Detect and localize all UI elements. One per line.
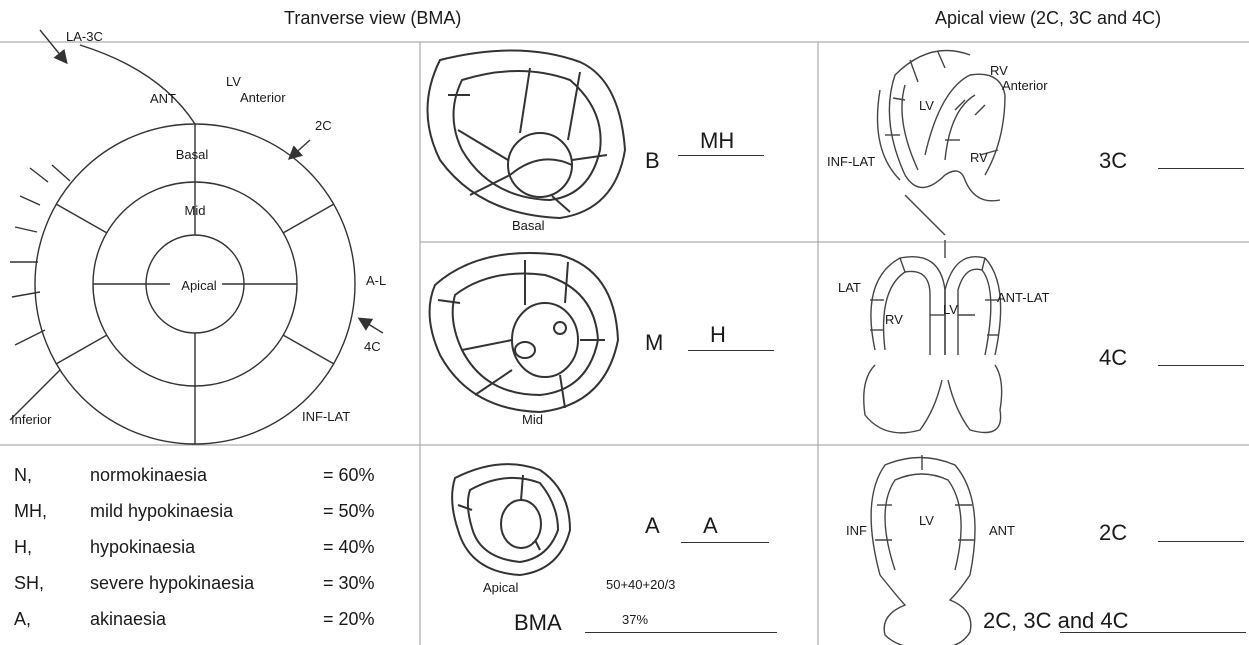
apical-label: Apical — [181, 278, 217, 293]
mid-label: Mid — [185, 203, 206, 218]
3c-rv-top-label: RV — [990, 63, 1008, 78]
basal-label: Basal — [176, 147, 209, 162]
legend-value-sh: = 30% — [323, 573, 375, 594]
4c-underline — [1158, 365, 1244, 366]
apical-score: A — [703, 513, 718, 539]
legend-value-n: = 60% — [323, 465, 375, 486]
3c-underline — [1158, 168, 1244, 169]
legend-desc-n: normokinaesia — [90, 465, 207, 486]
apical-3c-drawing — [878, 51, 1006, 236]
legend-code-mh: MH, — [14, 501, 47, 522]
la3c-marker: LA-3C — [66, 29, 103, 44]
2c-lv-label: LV — [919, 513, 934, 528]
basal-caption: Basal — [512, 218, 545, 233]
bma-label: BMA — [514, 610, 562, 636]
legend-code-h: H, — [14, 537, 32, 558]
4c-marker: 4C — [364, 339, 381, 354]
3c-anterior-label: Anterior — [1002, 78, 1048, 93]
mid-letter: M — [645, 330, 663, 356]
combined-views-label: 2C, 3C and 4C — [983, 608, 1129, 634]
bma-result: 37% — [622, 612, 648, 627]
mid-score: H — [710, 322, 726, 348]
inf-lat-label: INF-LAT — [302, 409, 350, 424]
legend-value-a: = 20% — [323, 609, 375, 630]
basal-letter: B — [645, 148, 660, 174]
legend-value-mh: = 50% — [323, 501, 375, 522]
basal-score: MH — [700, 128, 734, 154]
3c-lv-label: LV — [919, 98, 934, 113]
4c-lat-label: LAT — [838, 280, 861, 295]
apical-score-underline — [681, 542, 769, 543]
apical-4c-drawing — [864, 240, 1002, 433]
basal-section-drawing — [428, 50, 626, 218]
legend-value-h: = 40% — [323, 537, 375, 558]
ant-label: ANT — [150, 91, 176, 106]
anterior-label: Anterior — [240, 90, 286, 105]
4c-lv-label: LV — [943, 302, 958, 317]
inferior-label: Inferior — [11, 412, 52, 427]
apical-letter: A — [645, 513, 660, 539]
2c-ant-label: ANT — [989, 523, 1015, 538]
4c-view-label: 4C — [1099, 345, 1127, 371]
basal-score-underline — [678, 155, 764, 156]
2c-inf-label: INF — [846, 523, 867, 538]
legend-code-a: A, — [14, 609, 31, 630]
legend-desc-mh: mild hypokinaesia — [90, 501, 233, 522]
3c-rv-label: RV — [970, 150, 988, 165]
apical-2c-drawing — [871, 455, 975, 645]
4c-ant-lat-label: ANT-LAT — [997, 290, 1050, 305]
apical-caption: Apical — [483, 580, 519, 595]
lv-label: LV — [226, 74, 241, 89]
mid-section-drawing — [430, 253, 618, 412]
4c-rv-label: RV — [885, 312, 903, 327]
3c-view-label: 3C — [1099, 148, 1127, 174]
2c-view-label: 2C — [1099, 520, 1127, 546]
al-label: A-L — [366, 273, 386, 288]
legend-desc-a: akinaesia — [90, 609, 166, 630]
mid-caption: Mid — [522, 412, 543, 427]
apical-section-drawing — [452, 464, 570, 575]
legend-desc-sh: severe hypokinaesia — [90, 573, 254, 594]
combined-underline — [1060, 632, 1246, 633]
3c-inf-lat-label: INF-LAT — [827, 154, 875, 169]
bma-formula: 50+40+20/3 — [606, 577, 675, 592]
bma-underline — [585, 632, 777, 633]
mid-score-underline — [688, 350, 774, 351]
legend-desc-h: hypokinaesia — [90, 537, 195, 558]
2c-underline — [1158, 541, 1244, 542]
legend-code-sh: SH, — [14, 573, 44, 594]
bullseye-diagram — [10, 30, 383, 444]
legend-code-n: N, — [14, 465, 32, 486]
2c-marker: 2C — [315, 118, 332, 133]
